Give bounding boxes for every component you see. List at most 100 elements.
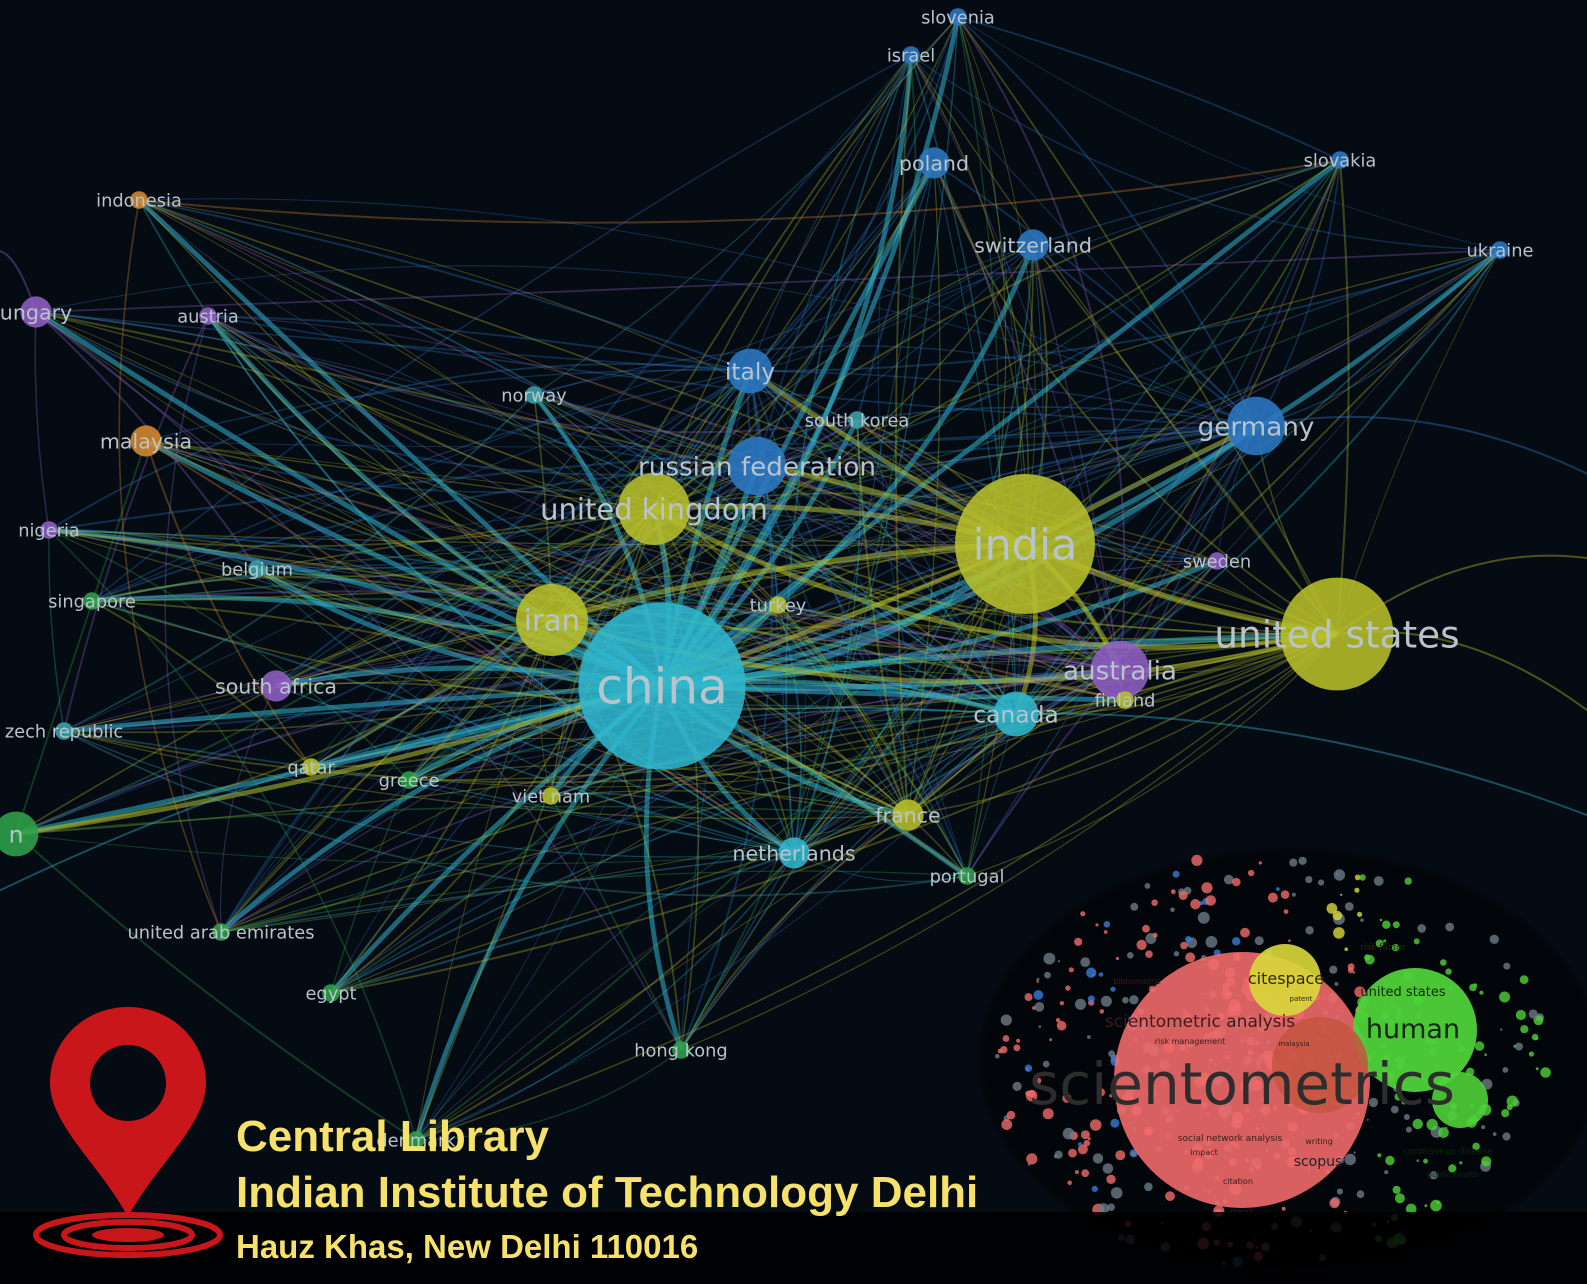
- label-indonesia: indonesia: [96, 190, 182, 211]
- keyword-dot: [1298, 856, 1307, 865]
- label-netherlands: netherlands: [732, 841, 855, 865]
- keyword-dot: [1129, 995, 1139, 1005]
- edge-china-ukraine: [661, 248, 1502, 689]
- edge-united_kingdom-united_states: [652, 506, 1338, 650]
- keyword-dot: [1110, 1118, 1120, 1128]
- keyword-dot: [1142, 924, 1150, 933]
- edge-egypt-united_kingdom: [330, 508, 655, 994]
- keyword-coronavirus-disease: coronavirus disease: [1403, 1147, 1493, 1157]
- keyword-dot: [1038, 1025, 1042, 1028]
- edge-austria-germany: [207, 315, 1257, 427]
- keyword-dot: [1283, 909, 1289, 914]
- edge-egypt-germany: [330, 425, 1257, 994]
- edge-denmark-iran: [415, 619, 553, 1141]
- edge-italy-viet_nam: [550, 370, 751, 797]
- label-nigeria: nigeria: [18, 520, 80, 541]
- edge-australia-hungary: [35, 311, 1121, 671]
- edge-finland-malaysia: [145, 440, 1126, 701]
- edge-netherlands-turkey: [777, 604, 802, 854]
- edge-china-nigeria: [48, 527, 663, 689]
- keyword-dot: [1528, 1009, 1538, 1019]
- keyword-bubble-human: [1353, 968, 1477, 1092]
- edge-hong_kong-united_kingdom: [653, 508, 700, 1051]
- keyword-dot: [1318, 879, 1325, 886]
- keyword-dot: [1178, 891, 1188, 900]
- edge-egypt-netherlands: [330, 852, 795, 994]
- keyword-dot: [1438, 1127, 1449, 1138]
- edge-denmark-united_kingdom: [415, 508, 655, 1141]
- keyword-impact: impact: [1190, 1148, 1218, 1157]
- edge-france-nigeria: [48, 529, 909, 816]
- keyword-dot: [1122, 996, 1129, 1004]
- keyword-dot: [1499, 991, 1511, 1003]
- edge-france-sweden: [907, 560, 1218, 816]
- node-germany: [1226, 396, 1286, 456]
- edge-germany-qatar: [310, 425, 1257, 768]
- keyword-dot: [1240, 927, 1250, 938]
- edge-hong_kong-viet_nam: [550, 795, 682, 1051]
- edge-indonesia-united_states: [138, 199, 1338, 635]
- edge-canada-poland: [933, 162, 1017, 715]
- label-south_korea: south korea: [805, 410, 910, 431]
- edge-czech_republic-norway: [63, 394, 535, 732]
- edge-france-united_arab_emirates: [220, 814, 909, 933]
- label-austria: austria: [177, 306, 239, 327]
- keyword-dot: [1354, 887, 1360, 893]
- node-switzerland: [1017, 229, 1049, 261]
- edge-france-italy: [749, 370, 909, 816]
- keyword-dot: [1445, 922, 1455, 932]
- edge-russian_federation-switzerland: [756, 244, 1034, 467]
- edge-australia-poland: [933, 162, 1121, 671]
- edge-canada-czech_republic: [63, 703, 1017, 732]
- keyword-dot: [1024, 993, 1033, 1002]
- edge-china-slovenia: [660, 16, 961, 688]
- edge-russian_federation-south_africa: [275, 465, 758, 687]
- edge-france-south_korea: [855, 419, 910, 816]
- edge-australia-turkey: [777, 604, 1121, 671]
- edge-austria-united_kingdom: [207, 315, 655, 510]
- edge-czech_republic-iran: [63, 619, 553, 732]
- label-italy: italy: [725, 357, 776, 385]
- edge-italy-nigeria: [48, 363, 751, 531]
- keyword-dot: [1056, 1020, 1067, 1031]
- label-canada: canada: [973, 700, 1059, 728]
- edge-switzerland-united_states: [1032, 244, 1338, 635]
- node-australia: [1090, 640, 1150, 700]
- edge-france-germany: [907, 425, 1257, 816]
- keyword-dot: [1078, 1142, 1083, 1147]
- edge-portugal-united_arab_emirates: [220, 870, 968, 933]
- keyword-dot: [1359, 874, 1366, 881]
- edge-russian_federation-ukraine: [756, 249, 1501, 469]
- keyword-citespace: citespace: [1248, 969, 1324, 988]
- keyword-dot: [1001, 1119, 1013, 1130]
- keyword-bubble-orange: [1272, 1017, 1368, 1113]
- edge-australia-malaysia: [145, 440, 1121, 671]
- edge-norway-russian_federation: [533, 394, 758, 467]
- edge-brazil-denmark: [15, 833, 417, 1141]
- edge-finland-nigeria: [48, 528, 1126, 702]
- edge-denmark-russian_federation: [415, 465, 758, 1141]
- edge-qatar-united_states: [310, 633, 1338, 788]
- keyword-dot: [1106, 1174, 1116, 1185]
- keyword-dot: [1054, 1150, 1063, 1159]
- edge-israel-portugal: [877, 54, 968, 877]
- edge-france-viet_nam: [550, 789, 909, 816]
- keyword-dot: [1333, 869, 1346, 881]
- keyword-dot: [1091, 1185, 1098, 1192]
- keyword-dot: [1080, 1130, 1090, 1140]
- edge-france-hungary: [35, 311, 909, 816]
- keyword-dot: [1173, 951, 1180, 957]
- edge-finland-united_arab_emirates: [220, 699, 1126, 933]
- keyword-citation: citation: [1223, 1177, 1253, 1186]
- edge-portugal-russian_federation: [756, 465, 968, 877]
- keyword-dot: [1131, 1151, 1137, 1157]
- keyword-dot: [1059, 1001, 1065, 1006]
- edge-slovenia-united_states: [957, 16, 1338, 635]
- label-ukraine: ukraine: [1467, 240, 1534, 261]
- keyword-dot: [1430, 1199, 1442, 1212]
- keyword-dot: [1353, 1151, 1356, 1154]
- keyword-bibliometric: bibliometric: [1113, 977, 1160, 986]
- edge-hungary-iran: [35, 311, 553, 621]
- edge-indonesia-slovakia: [138, 158, 1341, 224]
